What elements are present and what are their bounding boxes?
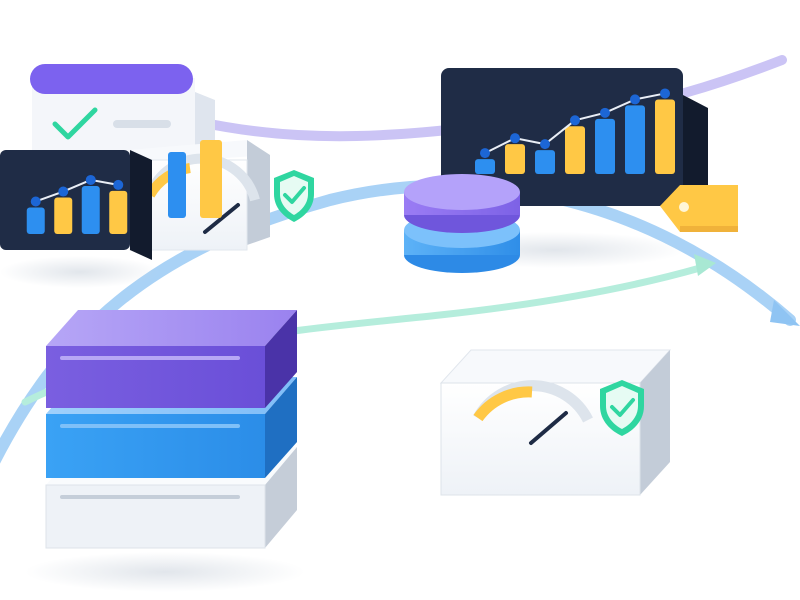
chart-bar <box>595 118 615 174</box>
bar-chart-small <box>26 174 128 234</box>
dashboard-monitor-small <box>0 150 152 260</box>
chart-point <box>600 107 610 118</box>
tall-bar-yellow <box>200 140 222 218</box>
chart-point <box>85 174 96 185</box>
server-slot <box>60 495 240 499</box>
gauge-box-right <box>439 349 672 496</box>
bar-chart-large <box>475 88 675 174</box>
price-tag-icon <box>660 185 738 232</box>
chart-bar <box>535 150 555 174</box>
checklist-header <box>30 64 193 94</box>
checklist-card <box>30 64 215 170</box>
chart-point <box>540 139 550 150</box>
chart-bar <box>475 159 495 174</box>
chart-bar <box>655 99 675 174</box>
shield-check-icon <box>274 170 314 222</box>
chart-point <box>113 179 124 190</box>
shadow <box>0 256 160 288</box>
gauge-box-left <box>128 140 270 251</box>
flow-arrow-icon <box>770 300 800 326</box>
chart-bar <box>26 207 45 234</box>
server-slot <box>60 356 240 360</box>
chart-point <box>660 88 670 99</box>
flow-green-arrowhead <box>694 254 716 276</box>
chart-bar <box>81 185 100 234</box>
chart-point <box>58 186 69 197</box>
shadow <box>25 552 305 592</box>
chart-bar <box>565 126 585 174</box>
tall-bar-blue <box>168 152 186 218</box>
shield-check-icon <box>600 380 644 436</box>
chart-trend-line <box>35 178 119 203</box>
gauge-icon <box>473 380 593 445</box>
chart-bar <box>109 190 128 234</box>
chart-bar <box>505 144 525 174</box>
chart-point <box>480 148 490 159</box>
dashboard-monitor-large <box>441 68 708 218</box>
chart-point <box>630 94 640 105</box>
server-slot <box>60 424 240 428</box>
chart-bar <box>625 105 645 174</box>
chart-bar <box>54 197 73 234</box>
database-icon <box>404 174 520 273</box>
chart-point <box>510 133 520 144</box>
chart-point <box>30 196 41 207</box>
server-stack-icon <box>45 310 297 549</box>
check-icon <box>52 107 98 140</box>
checklist-line <box>113 120 171 128</box>
chart-point <box>570 115 580 126</box>
